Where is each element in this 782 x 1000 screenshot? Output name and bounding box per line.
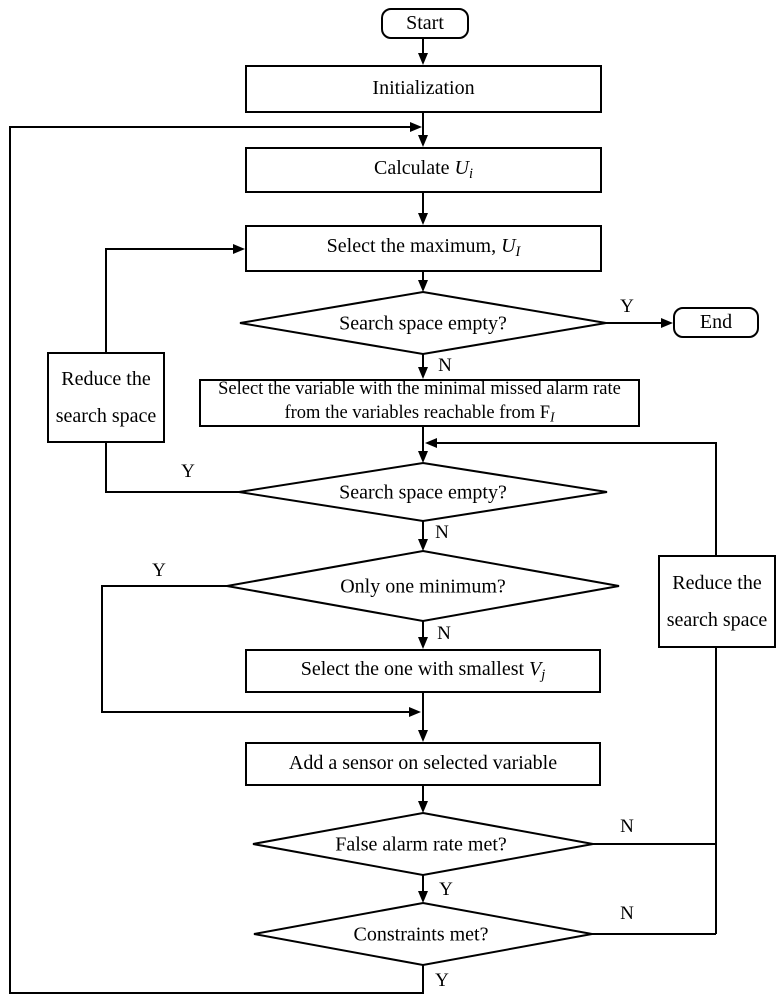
arrowhead-d3yes-merge: [409, 707, 421, 717]
node-reduce-search-space-right: Reduce the search space: [658, 555, 776, 648]
branch-label-falsealarm-no: N: [620, 816, 634, 837]
node-select-variable: Select the variable with the minimal mis…: [199, 379, 640, 427]
node-end-label: End: [699, 310, 733, 333]
decision-false-alarm-rate-label: False alarm rate met?: [335, 833, 507, 856]
node-select-smallest-vj: Select the one with smallest Vj: [245, 649, 601, 693]
connector-rightloop-up: [437, 442, 717, 934]
decision-constraints-met-label: Constraints met?: [353, 923, 489, 946]
arrowhead-d1-end: [661, 318, 673, 328]
arrowhead-d4-d5: [418, 891, 428, 903]
decision-only-one-minimum: [226, 549, 620, 623]
arrowhead-init-calc: [418, 135, 428, 147]
branch-label-search1-no: N: [438, 355, 452, 376]
branch-label-constraints-no: N: [620, 903, 634, 924]
decision-constraints-met: [253, 901, 593, 967]
node-select-variable-line2: from the variables reachable from FI: [284, 402, 555, 425]
node-add-sensor-label: Add a sensor on selected variable: [288, 752, 558, 775]
decision-search-empty-2: [238, 461, 608, 523]
branch-label-search2-no: N: [435, 522, 449, 543]
decision-false-alarm-rate: [252, 811, 594, 877]
node-end: End: [673, 307, 759, 338]
node-start: Start: [381, 8, 469, 39]
node-select-maximum-label: Select the maximum, UI: [326, 235, 521, 261]
node-initialization: Initialization: [245, 65, 602, 113]
node-initialization-label: Initialization: [372, 77, 475, 100]
node-reduce-search-space-left: Reduce the search space: [47, 352, 165, 443]
decision-search-empty-1: [239, 290, 607, 356]
branch-label-falsealarm-yes: Y: [439, 879, 453, 900]
arrowhead-merge-add: [418, 730, 428, 742]
arrowhead-bigbox-d2: [418, 451, 428, 463]
node-add-sensor: Add a sensor on selected variable: [245, 742, 601, 786]
node-calculate-ui-label: Calculate Ui: [374, 156, 473, 183]
decision-search-empty-1-label: Search space empty?: [339, 312, 507, 335]
node-start-label: Start: [406, 11, 444, 34]
connector-d3-yes-merge: [101, 585, 410, 713]
arrowhead-d2-d3: [418, 539, 428, 551]
decision-only-one-minimum-label: Only one minimum?: [340, 575, 506, 598]
arrowhead-rightloop-merge: [425, 438, 437, 448]
branch-label-onlyone-yes: Y: [152, 560, 166, 581]
connector-d5-yes-loop: [9, 126, 424, 994]
node-calculate-ui: Calculate Ui: [245, 147, 602, 193]
branch-label-onlyone-no: N: [437, 623, 451, 644]
arrowhead-selmax-d1: [418, 280, 428, 292]
branch-label-search1-yes: Y: [620, 296, 634, 317]
node-select-smallest-vj-label: Select the one with smallest Vj: [300, 657, 546, 684]
arrowhead-leftloop-merge: [410, 122, 422, 132]
arrowhead-loop-selmax: [233, 244, 245, 254]
arrowhead-d3-vj: [418, 637, 428, 649]
branch-label-constraints-yes: Y: [435, 970, 449, 991]
arrowhead-calc-selmax: [418, 213, 428, 225]
node-select-maximum: Select the maximum, UI: [245, 225, 602, 272]
arrowhead-start-init: [418, 53, 428, 65]
node-select-variable-line1: Select the variable with the minimal mis…: [218, 378, 621, 399]
decision-search-empty-2-label: Search space empty?: [339, 481, 507, 504]
arrowhead-d1-bigbox: [418, 367, 428, 379]
arrowhead-add-d4: [418, 801, 428, 813]
branch-label-search2-yes: Y: [181, 461, 195, 482]
